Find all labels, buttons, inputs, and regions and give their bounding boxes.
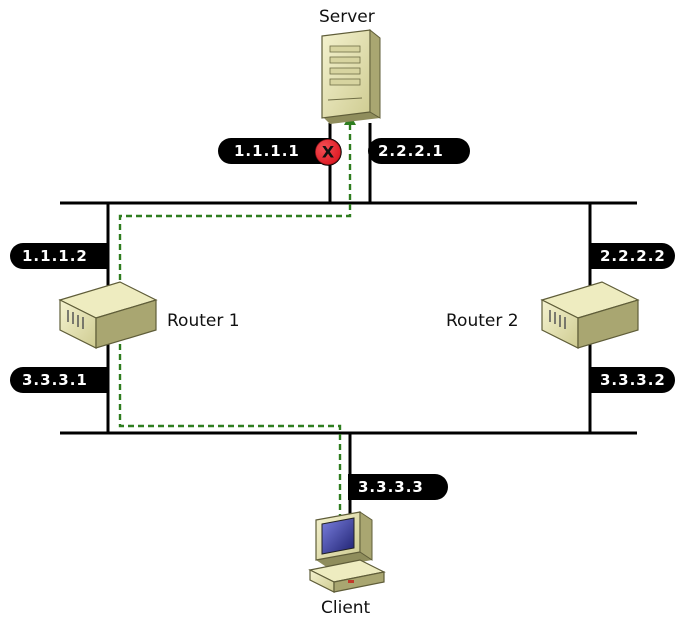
router2-label: Router 2 — [446, 311, 519, 331]
ip-badge-router2-top: 2.2.2.2 — [590, 243, 675, 269]
ip-badge-client: 3.3.3.3 — [348, 474, 448, 500]
router-box-icon — [540, 281, 640, 349]
client-label: Client — [321, 598, 371, 618]
server-label: Server — [319, 7, 375, 27]
ip-badge-server-if2: 2.2.2.1 — [368, 138, 470, 164]
failure-x-icon: X — [314, 138, 342, 166]
ip-badge-router2-bottom: 3.3.3.2 — [590, 367, 675, 393]
desktop-computer-icon — [308, 511, 386, 593]
failure-marker-glyph: X — [322, 143, 335, 162]
server-tower-icon — [321, 28, 381, 124]
ip-badge-router1-bottom: 3.3.3.1 — [10, 367, 108, 393]
router-box-icon — [58, 281, 158, 349]
router1-label: Router 1 — [167, 311, 240, 331]
ip-badge-router1-top: 1.1.1.2 — [10, 243, 108, 269]
